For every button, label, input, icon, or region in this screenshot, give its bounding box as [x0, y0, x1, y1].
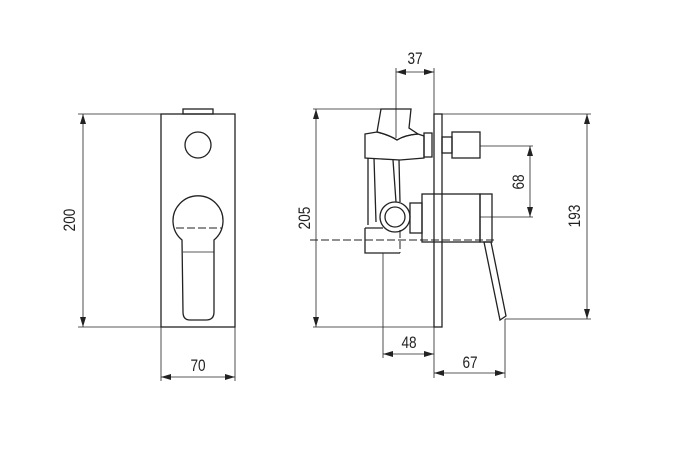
dim-48: 48: [401, 334, 416, 353]
dim-200: 200: [61, 209, 80, 232]
lever-side: [483, 241, 507, 322]
dim-70: 70: [190, 357, 205, 376]
side-view: 205 37 68 193 48 67: [296, 50, 591, 378]
cartridge: [421, 193, 481, 243]
dim-205: 205: [296, 207, 315, 230]
dim-193: 193: [566, 205, 585, 228]
lever-handle: [172, 195, 224, 321]
dim-67: 67: [462, 354, 477, 373]
top-tab: [182, 108, 214, 115]
diverter-knob-side: [451, 131, 481, 159]
front-view: 200 70: [61, 108, 236, 381]
diverter-knob: [184, 131, 212, 159]
dim-37: 37: [407, 50, 422, 69]
cover-plate: [160, 113, 236, 328]
wall-plate: [433, 113, 443, 328]
dim-68: 68: [510, 174, 529, 189]
diverter-body: [364, 131, 425, 161]
lever-hub: [479, 193, 493, 243]
